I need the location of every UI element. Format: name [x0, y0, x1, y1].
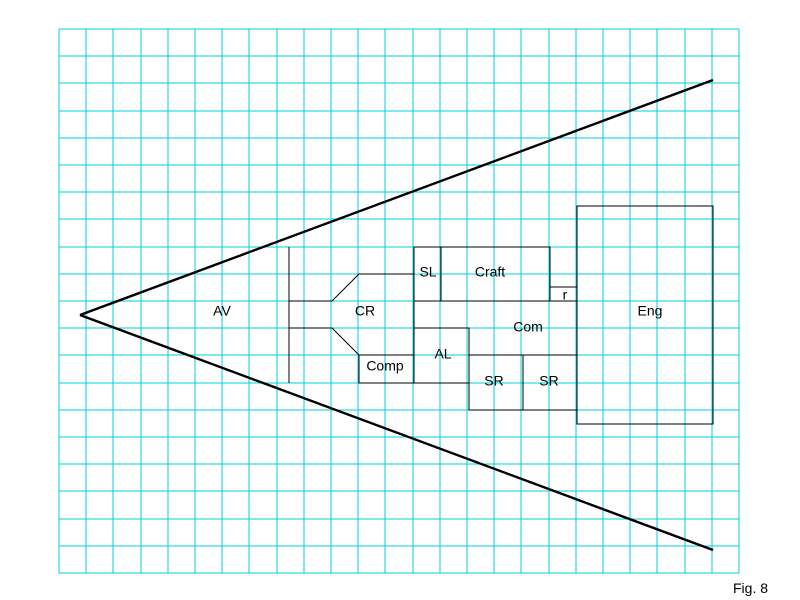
corridor-lower-wall	[289, 327, 360, 356]
label-cr: CR	[355, 303, 375, 319]
room-eng	[576, 205, 714, 425]
label-comp: Comp	[366, 358, 404, 374]
label-com: Com	[513, 319, 543, 335]
label-r: r	[563, 287, 568, 303]
figure-caption: Fig. 8	[733, 580, 769, 596]
label-al: AL	[434, 346, 451, 362]
label-sr-left: SR	[484, 373, 503, 389]
label-craft: Craft	[475, 264, 505, 280]
label-eng: Eng	[638, 303, 663, 319]
label-sr-right: SR	[539, 373, 558, 389]
background-grid	[58, 28, 740, 574]
room-craft	[440, 246, 551, 302]
corridor-upper-wall	[289, 273, 414, 302]
hull-lower-edge	[79, 313, 714, 552]
label-sl: SL	[419, 264, 436, 280]
hull-upper-edge	[79, 78, 714, 317]
label-av: AV	[213, 303, 231, 319]
